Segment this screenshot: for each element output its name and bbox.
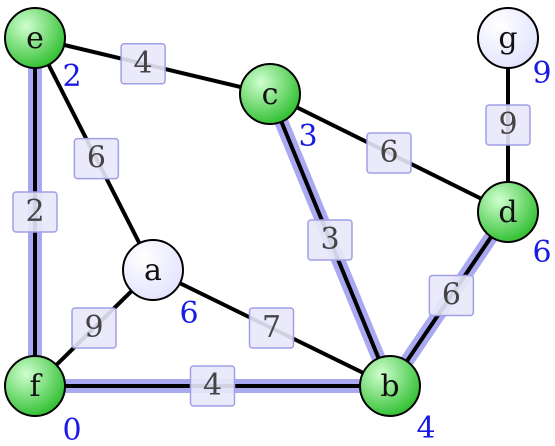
- node-label: f: [29, 369, 42, 404]
- weight-value: 3: [320, 222, 339, 257]
- weight-label-e-f: 2: [12, 191, 58, 233]
- weight-value: 2: [25, 194, 44, 229]
- distance-label-e: 2: [62, 59, 81, 94]
- distance-label-a: 6: [179, 296, 198, 331]
- weight-label-a-f: 9: [71, 307, 117, 349]
- distance-label-g: 9: [532, 56, 551, 91]
- distance-label-d: 6: [532, 235, 551, 270]
- weight-value: 9: [498, 107, 517, 142]
- distance-label-c: 3: [298, 119, 317, 154]
- weight-label-e-c: 4: [120, 43, 166, 85]
- weight-box: [366, 132, 412, 174]
- weight-label-f-b: 4: [189, 365, 236, 407]
- weight-value: 6: [87, 141, 106, 176]
- node-circle: [359, 355, 421, 417]
- weight-box: [12, 191, 58, 233]
- node-e: e: [4, 7, 66, 69]
- node-b: b: [359, 355, 421, 417]
- distance-label-layer: 2 3 9 6 6 0 4: [62, 56, 551, 446]
- weight-box: [248, 307, 295, 349]
- node-label: g: [498, 21, 517, 56]
- weight-label-layer: 4 6 2 3 6 9 6 9 7 4: [12, 43, 531, 407]
- weight-box: [120, 43, 166, 85]
- node-label: d: [498, 195, 517, 230]
- node-circle: [477, 7, 539, 69]
- weight-box: [189, 365, 236, 407]
- node-circle: [4, 7, 66, 69]
- node-a: a: [122, 239, 184, 301]
- weight-value: 9: [84, 310, 103, 345]
- weight-label-c-b: 3: [307, 219, 353, 261]
- weight-label-g-d: 9: [485, 104, 531, 146]
- node-d: d: [477, 181, 539, 243]
- weight-label-e-a: 6: [73, 137, 120, 180]
- weight-box: [485, 104, 531, 146]
- weight-value: 4: [203, 368, 222, 403]
- node-circle: [477, 181, 539, 243]
- node-g: g: [477, 7, 539, 69]
- weight-box: [307, 219, 353, 261]
- node-label: c: [262, 77, 279, 112]
- distance-label-b: 4: [416, 411, 435, 446]
- node-circle: [122, 239, 184, 301]
- weight-label-a-b: 7: [248, 307, 295, 349]
- weight-box: [428, 274, 475, 317]
- node-layer: e c g d a f b: [4, 7, 539, 417]
- node-label: e: [26, 21, 44, 56]
- node-c: c: [239, 63, 301, 125]
- weight-value: 6: [442, 278, 461, 313]
- weight-box: [71, 307, 117, 349]
- node-circle: [4, 355, 66, 417]
- weight-label-d-b: 6: [428, 274, 475, 317]
- weight-box: [73, 137, 120, 180]
- weight-value: 4: [134, 46, 153, 81]
- weight-value: 7: [262, 310, 281, 345]
- weight-value: 6: [379, 135, 398, 170]
- node-f: f: [4, 355, 66, 417]
- distance-label-f: 0: [62, 413, 81, 446]
- node-label: b: [380, 369, 399, 404]
- node-label: a: [144, 253, 162, 288]
- node-circle: [239, 63, 301, 125]
- weight-label-c-d: 6: [366, 132, 412, 174]
